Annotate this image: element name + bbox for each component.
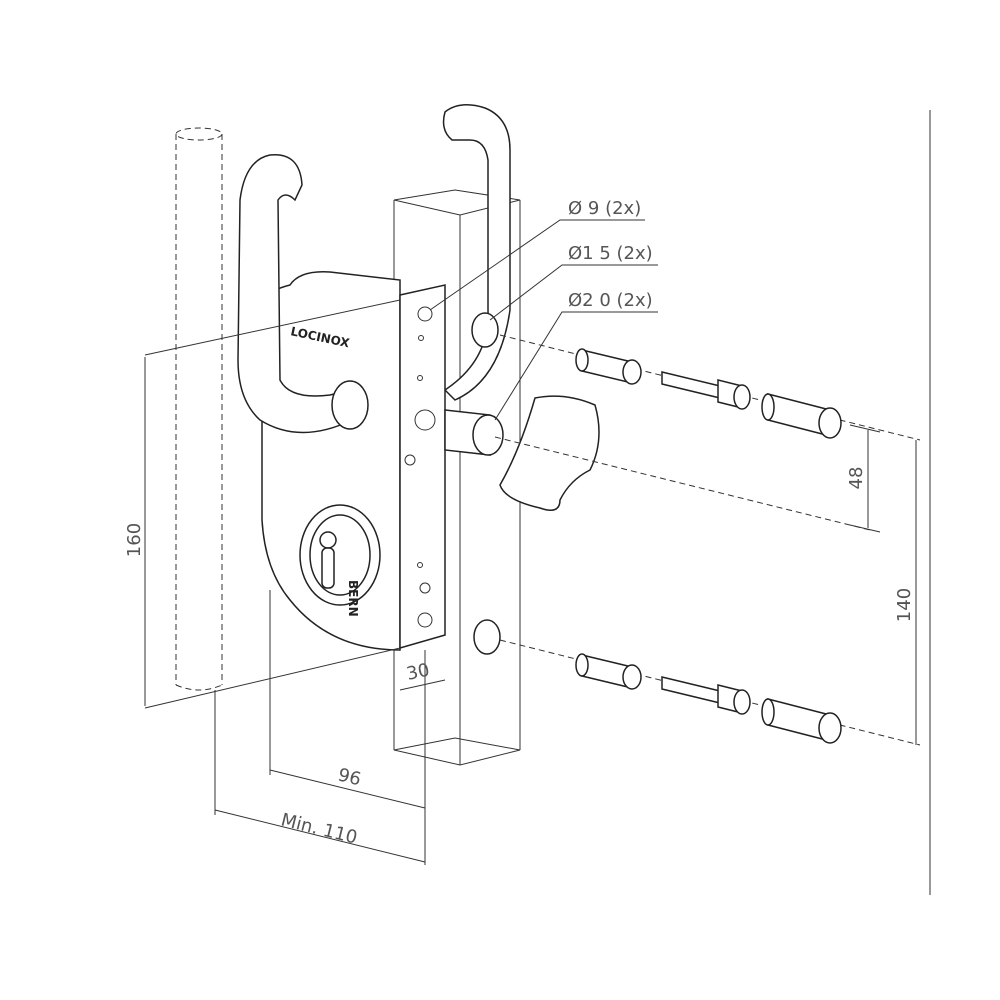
hole-15-bottom <box>473 619 501 655</box>
key-cylinder: BERN <box>299 504 381 617</box>
dim-30: 30 <box>405 660 432 685</box>
spindle-end <box>472 414 504 456</box>
front-handle <box>237 154 353 434</box>
hole-15-top <box>471 312 499 348</box>
dim-140: 140 <box>894 588 915 622</box>
callout-hole-20: Ø2 0 (2x) <box>568 290 653 311</box>
rear-handle <box>442 104 511 401</box>
callouts <box>429 219 658 421</box>
fixing-plate <box>399 284 446 649</box>
dim-48: 48 <box>846 467 867 490</box>
axis-knob <box>494 436 871 531</box>
axis-bottom <box>499 639 921 746</box>
dim-160: 160 <box>124 523 145 557</box>
thumb-knob <box>499 395 600 511</box>
fixing-set-bottom <box>575 653 842 744</box>
dim-96: 96 <box>336 764 363 790</box>
fixing-set-top <box>575 348 842 439</box>
handle-rosette <box>331 380 369 430</box>
axis-top <box>499 334 921 441</box>
round-post <box>175 127 223 691</box>
cylinder-label: BERN <box>346 580 360 617</box>
dimension-lines <box>144 299 917 865</box>
dim-min-110: Min. 110 <box>279 809 360 848</box>
callout-hole-9: Ø 9 (2x) <box>568 198 641 219</box>
callout-hole-15: Ø1 5 (2x) <box>568 243 653 264</box>
